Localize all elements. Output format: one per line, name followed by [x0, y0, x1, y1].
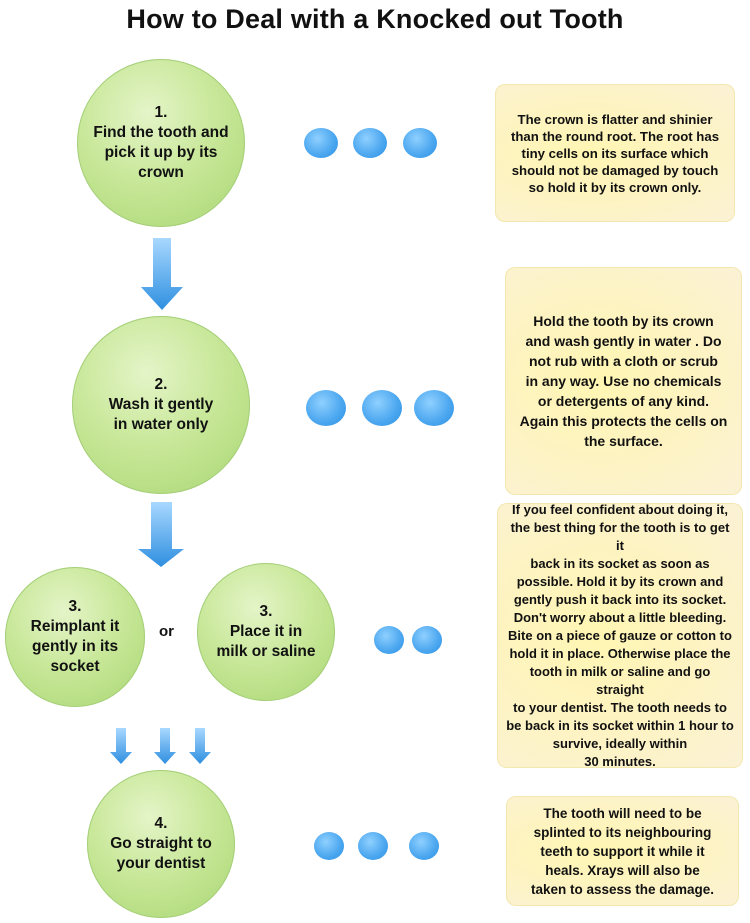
- arrow-down-1: [141, 238, 183, 310]
- page-title: How to Deal with a Knocked out Tooth: [126, 4, 624, 34]
- arrow-small-3: [189, 728, 211, 764]
- arrow-small-2: [154, 728, 176, 764]
- step-2-label: Wash it gently in water only: [108, 396, 214, 433]
- connector-dot: [374, 626, 404, 654]
- step-3a-circle: 3. Reimplant it gently in its socket: [5, 567, 145, 707]
- step-3a-number: 3.: [68, 598, 82, 615]
- step-4-number: 4.: [154, 815, 168, 832]
- step-3b-label: Place it in milk or saline: [216, 623, 316, 660]
- step-1-circle: 1. Find the tooth and pick it up by its …: [77, 59, 245, 227]
- step-4-label: Go straight to your dentist: [110, 835, 212, 872]
- step-2-circle: 2. Wash it gently in water only: [72, 316, 250, 494]
- step-3b-circle: 3. Place it in milk or saline: [197, 563, 335, 701]
- step-3b-number: 3.: [259, 603, 273, 620]
- note-step-4: The tooth will need to be splinted to it…: [506, 796, 739, 906]
- step-2-number: 2.: [154, 376, 168, 393]
- connector-dot: [306, 390, 346, 426]
- connector-dot: [403, 128, 437, 158]
- note-step-2: Hold the tooth by its crown and wash gen…: [505, 267, 742, 495]
- connector-dot: [362, 390, 402, 426]
- connector-dot: [353, 128, 387, 158]
- connector-dot: [304, 128, 338, 158]
- step-3a-label: Reimplant it gently in its socket: [30, 618, 120, 675]
- connector-dot: [358, 832, 388, 860]
- step-1-label: Find the tooth and pick it up by its cro…: [93, 124, 229, 181]
- connector-dot: [314, 832, 344, 860]
- arrow-small-1: [110, 728, 132, 764]
- connector-dot: [414, 390, 454, 426]
- note-step-1: The crown is flatter and shinier than th…: [495, 84, 735, 222]
- step-1-number: 1.: [154, 104, 168, 121]
- or-label: or: [159, 623, 174, 640]
- connector-dot: [409, 832, 439, 860]
- connector-dot: [412, 626, 442, 654]
- step-4-circle: 4. Go straight to your dentist: [87, 770, 235, 918]
- arrow-down-2: [138, 502, 184, 567]
- note-step-3: If you feel confident about doing it, th…: [497, 502, 743, 769]
